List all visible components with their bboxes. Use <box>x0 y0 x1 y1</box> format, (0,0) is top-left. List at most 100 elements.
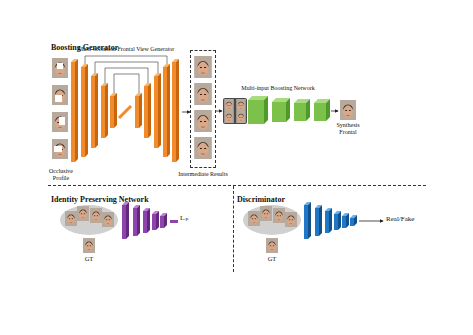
generator-layers-part <box>114 93 117 128</box>
boosting-layers-part <box>264 96 330 124</box>
boosting-layers-part <box>326 99 330 121</box>
face-stack-part <box>224 111 234 123</box>
generator-layers-part <box>85 64 88 157</box>
discriminator-layers-part <box>308 202 357 239</box>
occlusive-faces-part <box>52 58 68 78</box>
label-holder: Synthesis Frontal <box>332 122 364 135</box>
identity-layers-part <box>126 202 129 239</box>
discriminator-inputs-part <box>266 238 278 253</box>
generator-layers <box>71 59 179 162</box>
discriminator-layers-part <box>350 218 354 226</box>
identity-inputs-part <box>83 238 95 253</box>
skip-connections-part <box>85 56 167 64</box>
heading: Multi-input Boosting Network <box>222 85 334 92</box>
input-label: Occlusive Profile <box>44 168 78 181</box>
generator-layers-part <box>154 76 158 148</box>
generator-layers-part <box>144 86 148 138</box>
discriminator-layers-part <box>346 213 349 228</box>
face-stack-part <box>236 99 246 111</box>
generator-layers-part <box>75 59 78 162</box>
discriminator-inputs-part <box>260 206 272 221</box>
identity-layers-part <box>160 216 164 228</box>
generator-layers-part <box>71 62 176 162</box>
generator-layers-part <box>163 67 167 157</box>
identity-layers-part <box>170 220 178 223</box>
identity-inputs-part <box>77 206 89 221</box>
boosting-layers-part <box>264 96 268 124</box>
output-arrow <box>331 111 338 112</box>
identity-layers-part <box>122 205 178 239</box>
discriminator-layers-part <box>338 211 341 230</box>
boosting-layers <box>248 96 330 124</box>
generator-layers-part <box>148 83 151 138</box>
generator-layers-part <box>91 76 95 148</box>
boosting-layers-part <box>248 100 264 124</box>
gt-label: GT <box>262 255 282 262</box>
skip-connections-part <box>114 74 139 93</box>
identity-layers-part <box>137 205 140 236</box>
generator-layers-part <box>105 83 108 138</box>
intermediate-faces-part <box>194 83 212 105</box>
identity-layers-part <box>164 213 167 228</box>
panel: Identity Preserving Network <box>48 186 233 272</box>
discriminator-layers-part <box>304 205 354 239</box>
label-holder: Lᵢₚ <box>180 215 202 223</box>
label-holder: Occlusive Profile <box>44 168 78 181</box>
occlusive-faces-part <box>55 95 62 102</box>
identity-layers-part <box>126 202 167 239</box>
network-group: Multi-input Boosting Network <box>222 84 334 128</box>
heading: Identity Preserving Network <box>51 195 149 204</box>
identity-layers-part <box>122 205 126 239</box>
boosting-layers-part <box>286 98 290 122</box>
occlusive-faces-part <box>52 112 68 132</box>
occlusive-faces-part <box>54 146 62 152</box>
identity-inputs-part <box>65 211 77 226</box>
discriminator-inputs-part <box>243 205 301 235</box>
face-stack <box>223 98 247 124</box>
loss-label: Lᵢₚ <box>180 215 202 223</box>
boosting-layers-part <box>314 103 326 121</box>
output-arrow <box>359 221 383 222</box>
intermediate-faces-part <box>194 56 212 78</box>
identity-inputs-part <box>60 205 118 235</box>
discriminator-layers <box>304 202 357 239</box>
identity-layers <box>122 202 178 239</box>
discriminator-layers-part <box>325 211 329 233</box>
occlusive-faces-part <box>59 117 65 125</box>
generator-layers-part <box>135 96 139 128</box>
boosting-layers-part <box>294 103 306 121</box>
generator-layers-part <box>71 62 75 162</box>
gt-label: GT <box>79 255 99 262</box>
identity-layers-part <box>147 208 150 233</box>
identity-inputs <box>60 205 118 253</box>
discriminator-layers-part <box>319 205 322 236</box>
panel: Discriminator <box>233 186 426 272</box>
discriminator-layers-part <box>308 202 311 239</box>
intermediate-faces-part <box>194 110 212 132</box>
output-label: Synthesis Frontal <box>332 122 364 135</box>
label-holder: GT <box>79 255 99 262</box>
intermediate-faces-part <box>194 137 212 159</box>
generator-layers-part <box>172 62 176 162</box>
occlusive-faces-part <box>52 85 68 105</box>
generator-layers-part <box>81 67 85 157</box>
discriminator-layers-part <box>342 216 346 228</box>
discriminator-inputs <box>243 205 301 253</box>
boosting-layers-part <box>272 102 286 122</box>
identity-inputs-part <box>90 208 102 223</box>
discriminator-layers-part <box>329 208 332 233</box>
results-box: Intermediate Results <box>190 50 216 168</box>
face-stack-part <box>223 98 247 124</box>
generator-layers-part <box>101 86 105 138</box>
synthesis-face <box>340 100 356 120</box>
generator-layers-part <box>176 59 179 162</box>
discriminator-inputs-part <box>248 211 260 226</box>
identity-layers-part <box>133 208 137 236</box>
occlusive-faces <box>52 58 68 159</box>
heading: Multi-occlusion Frontal View Generator <box>70 46 182 53</box>
intermediate-faces <box>194 56 212 159</box>
generator-layers-part <box>110 96 114 128</box>
generator-layers-part <box>167 64 170 157</box>
skip-connections-part <box>95 62 158 73</box>
